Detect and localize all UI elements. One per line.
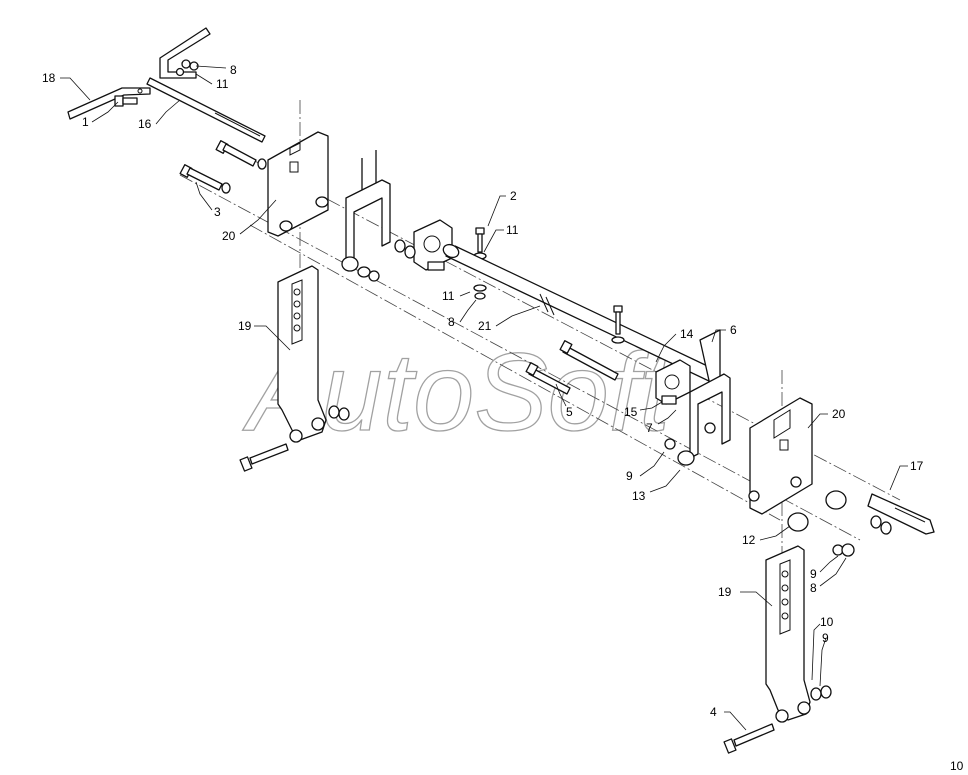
part-3-bolt: [179, 164, 231, 194]
callout-12: 12: [742, 533, 756, 547]
part-bearing-block-left: [394, 219, 468, 271]
callout-11: 11: [216, 77, 229, 91]
callout-9-lower: 9: [822, 631, 829, 645]
part-19-adjuster-arm-left: [277, 265, 350, 443]
callout-1: 1: [82, 115, 89, 129]
part-u-bracket-left: [341, 150, 391, 282]
callout-8: 8: [230, 63, 237, 77]
callout-2: 2: [510, 189, 517, 203]
callout-8-right: 8: [810, 581, 817, 595]
part-16-rod: [146, 77, 266, 143]
callout-10: 10: [820, 615, 834, 629]
part-bolt-right-vertical: [611, 305, 625, 344]
callout-8-mid: 8: [448, 315, 455, 329]
part-4-bolt: [723, 723, 775, 754]
callout-20-right: 20: [832, 407, 846, 421]
callout-19-right: 19: [718, 585, 732, 599]
callout-18: 18: [42, 71, 56, 85]
callout-16: 16: [138, 117, 152, 131]
part-bolt-lower-left: [239, 443, 289, 472]
callout-9-mid: 9: [626, 469, 633, 483]
callout-21: 21: [478, 319, 492, 333]
page-number: 10: [950, 759, 964, 773]
callout-9-right: 9: [810, 567, 817, 581]
callout-13: 13: [632, 489, 646, 503]
part-2-bolt: [473, 227, 487, 300]
callout-5: 5: [566, 405, 573, 419]
part-12-spacer: [787, 490, 892, 535]
callout-11-upper: 11: [506, 223, 519, 237]
callout-19-left: 19: [238, 319, 252, 333]
part-17-rod: [867, 493, 935, 535]
callout-11-lower: 11: [442, 289, 455, 303]
part-bearing-block-right: [655, 359, 691, 405]
part-u-bracket-right: [664, 329, 731, 466]
part-20-plate-left: [267, 131, 329, 237]
part-1-bolt: [114, 95, 138, 107]
callout-15: 15: [624, 405, 638, 419]
callout-labels: 18 1 16 8 11 3 20 2 11 11 8 21 19 14 6 5…: [42, 63, 924, 719]
callout-6: 6: [730, 323, 737, 337]
part-19-adjuster-arm-right: [765, 545, 832, 723]
callout-3: 3: [214, 205, 221, 219]
part-bolt-upper: [215, 140, 267, 170]
part-5-bolt: [525, 340, 619, 395]
callout-20-left: 20: [222, 229, 236, 243]
callout-4: 4: [710, 705, 717, 719]
part-8-9-nut-washer-right: [832, 543, 855, 557]
part-bent-bracket-upper: [159, 27, 211, 79]
callout-14: 14: [680, 327, 694, 341]
callout-17: 17: [910, 459, 924, 473]
part-20-plate-right: [748, 397, 813, 515]
callout-7: 7: [646, 421, 653, 435]
callout-leaders: [60, 65, 908, 731]
part-18-bent-bracket: [67, 87, 151, 120]
